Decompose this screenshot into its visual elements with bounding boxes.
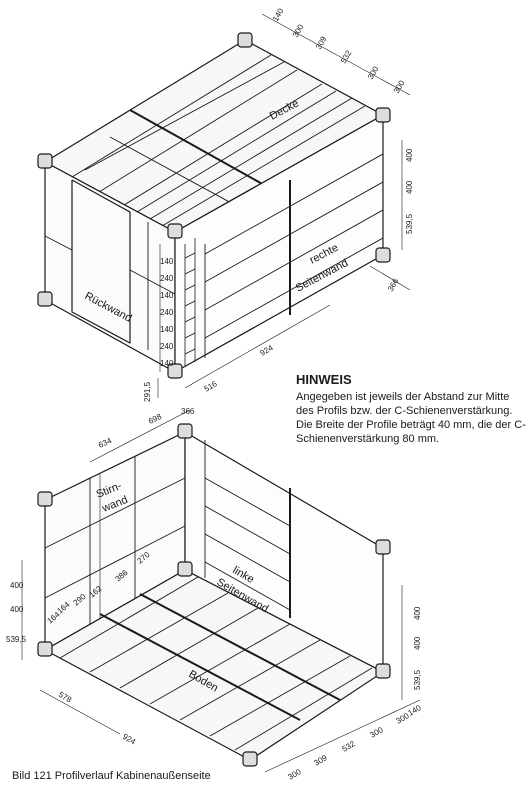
- dim-b-br-5: 300: [287, 767, 304, 782]
- floor-ribs: [59, 576, 373, 751]
- dim-stack-6: 140: [160, 359, 174, 368]
- dim-right-depth: 366: [386, 276, 401, 293]
- left-wall-rails: [204, 440, 291, 618]
- dim-bottom-1: 516: [203, 379, 220, 394]
- hint-title: HINWEIS: [296, 372, 352, 387]
- dim-stack-3: 240: [160, 308, 174, 317]
- bottom-cabin-drawing: [21, 409, 421, 773]
- dim-b-br-4: 309: [313, 753, 330, 768]
- hint-note: HINWEIS Angegeben ist jeweils der Abstan…: [296, 372, 528, 446]
- dim-stack-4: 140: [160, 325, 174, 334]
- dim-b-left-0: 400: [10, 581, 24, 590]
- top-dimension-lines: [157, 13, 411, 398]
- dim-b-top-1: 698: [147, 412, 163, 426]
- dim-b-top-2: 366: [181, 407, 195, 416]
- dim-top-5: 300: [392, 78, 407, 95]
- dim-right-1: 400: [405, 180, 414, 194]
- dim-stack-5: 240: [160, 342, 174, 351]
- figure-caption: Bild 121 Profilverlauf Kabinenaußenseite: [12, 770, 211, 782]
- corner-rail-ladder: [184, 238, 196, 366]
- right-wall-rails: [204, 153, 384, 358]
- dim-right-0: 400: [405, 148, 414, 162]
- dim-stack-1: 240: [160, 274, 174, 283]
- dim-top-4: 300: [366, 64, 381, 81]
- hint-text: Angegeben ist jeweils der Abstand zur Mi…: [296, 391, 526, 445]
- bottom-dimension-lines: [21, 409, 421, 773]
- dim-b-bl-0: 578: [57, 690, 74, 705]
- dim-top-2: 309: [314, 34, 329, 51]
- dim-b-left-1: 400: [10, 605, 24, 614]
- dim-b-top-0: 634: [97, 436, 113, 450]
- dim-stack-2: 140: [160, 291, 174, 300]
- dim-top-3: 532: [339, 48, 354, 65]
- dim-top-0: 140: [271, 6, 286, 23]
- dim-b-br-2: 300: [369, 725, 386, 740]
- bottom-corner-fittings: [37, 423, 391, 767]
- back-wall-frame: [71, 179, 131, 344]
- dim-left: 291,5: [143, 381, 152, 402]
- dim-b-right-0: 400: [413, 606, 422, 620]
- dim-b-left-2: 539,5: [6, 635, 27, 644]
- dim-stack-0: 140: [160, 257, 174, 266]
- corner-fittings: [37, 32, 391, 379]
- dim-b-bl-1: 924: [121, 732, 138, 747]
- dim-bottom-0: 924: [259, 343, 276, 358]
- dim-b-right-1: 400: [413, 636, 422, 650]
- front-wall-frame: [44, 456, 186, 626]
- top-cabin-drawing: [37, 13, 411, 398]
- dim-b-right-2: 539,5: [413, 669, 422, 690]
- dim-right-2: 539,5: [405, 213, 414, 234]
- dim-b-br-3: 532: [341, 739, 358, 754]
